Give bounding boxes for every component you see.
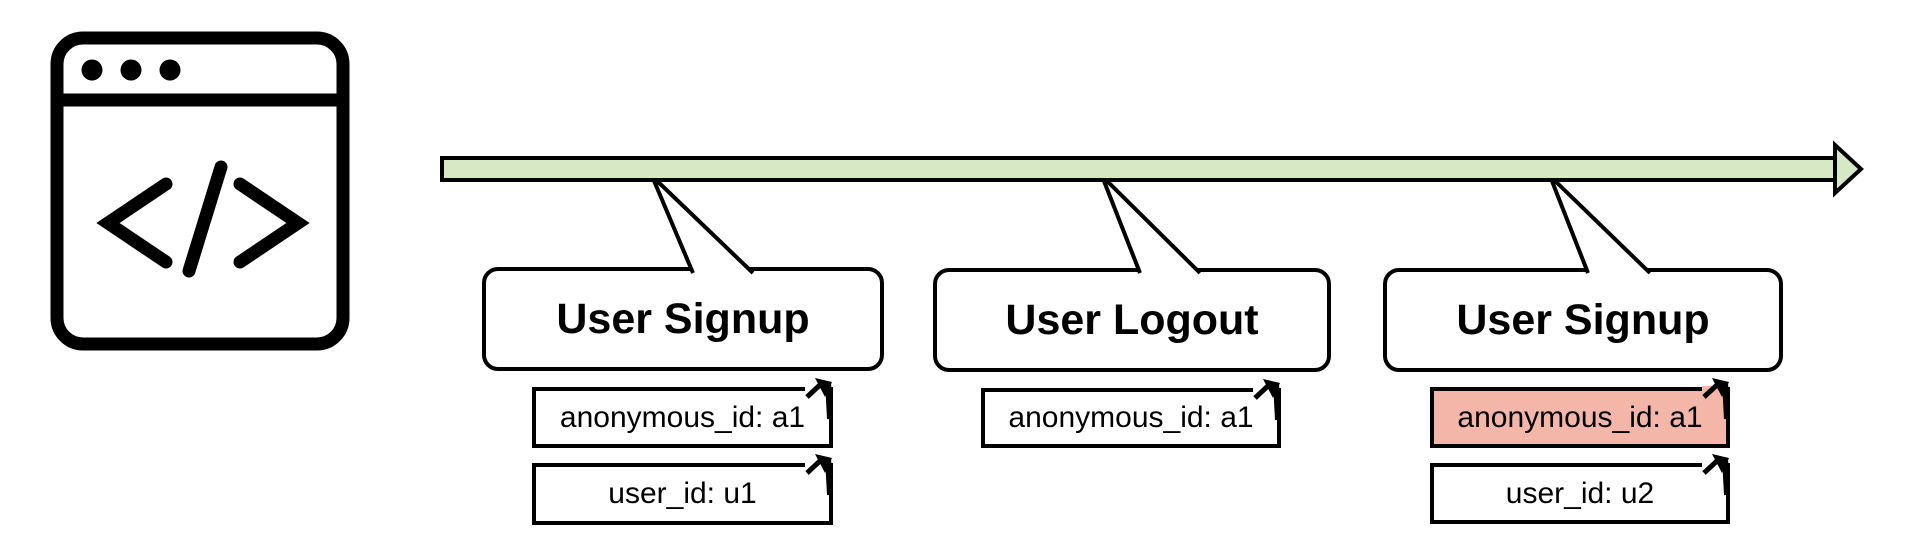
event-label: User Signup [1456, 295, 1710, 344]
timeline-arrowhead-icon [1833, 140, 1864, 198]
event-callout-signup-1: User Signup [482, 267, 884, 371]
note-text: anonymous_id: a1 [559, 400, 806, 434]
note-fold-icon [1253, 379, 1281, 421]
note-text: anonymous_id: a1 [1457, 400, 1703, 434]
event-label: User Logout [1005, 295, 1259, 344]
event-callout-logout: User Logout [933, 268, 1331, 372]
note-text: user_id: u1 [608, 477, 757, 510]
timeline-arrow [440, 140, 1864, 198]
attribute-note-anonymous-id: anonymous_id: a1 [532, 378, 833, 448]
attribute-note-anonymous-id: anonymous_id: a1 [981, 379, 1281, 448]
code-icon [96, 160, 310, 278]
event-callout-signup-2: User Signup [1383, 268, 1783, 372]
note-text: user_id: u2 [1505, 476, 1655, 510]
note-fold-icon [805, 378, 833, 420]
browser-window-icon [50, 31, 350, 351]
attribute-note-anonymous-id-highlighted: anonymous_id: a1 [1430, 378, 1730, 448]
attribute-note-user-id: user_id: u2 [1430, 454, 1730, 524]
attribute-note-user-id: user_id: u1 [532, 454, 833, 525]
timeline-shaft [440, 156, 1837, 182]
note-fold-icon [1702, 378, 1730, 420]
note-text: anonymous_id: a1 [1008, 401, 1254, 434]
event-label: User Signup [556, 294, 810, 343]
note-fold-icon [1702, 454, 1730, 496]
note-fold-icon [805, 454, 833, 496]
window-dots-icon [81, 59, 181, 81]
browser-window-frame [50, 31, 350, 351]
